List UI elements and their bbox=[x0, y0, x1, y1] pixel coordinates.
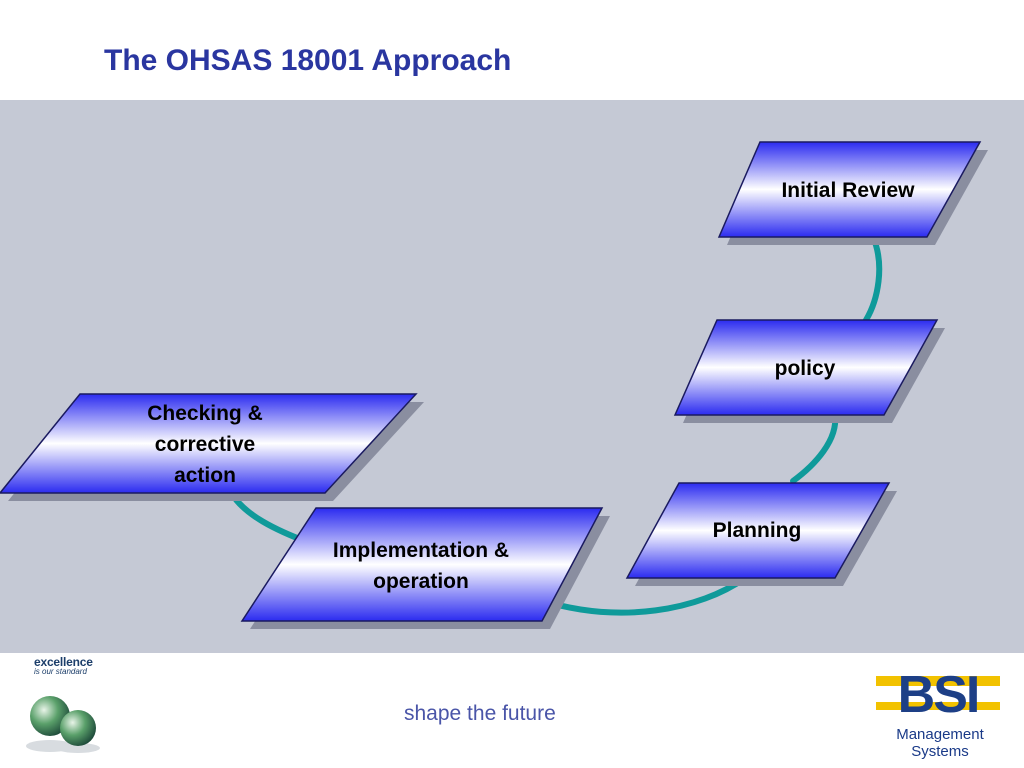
slide-title: The OHSAS 18001 Approach bbox=[104, 44, 512, 77]
step-initial-review bbox=[717, 141, 988, 245]
connector-review-policy bbox=[863, 234, 883, 323]
connector-policy-planning bbox=[790, 412, 839, 484]
box-initial-review bbox=[717, 141, 982, 238]
bsi-wordmark: BSI bbox=[898, 666, 979, 722]
step-checking bbox=[0, 393, 424, 501]
label-planning: Planning bbox=[712, 519, 802, 542]
label-policy: policy bbox=[774, 357, 836, 380]
step-policy bbox=[673, 319, 945, 423]
box-implementation bbox=[240, 507, 604, 622]
globes-icon bbox=[26, 696, 100, 753]
label-initial-review: Initial Review bbox=[781, 179, 915, 202]
box-planning bbox=[625, 482, 891, 579]
label-checking: Checking & corrective action bbox=[147, 402, 263, 487]
step-planning bbox=[625, 482, 897, 586]
management-systems-label: Management Systems bbox=[896, 726, 984, 760]
bsi-logo: BSI bbox=[876, 666, 1000, 722]
tagline: shape the future bbox=[404, 702, 556, 725]
connector-planning-implementation bbox=[537, 575, 748, 616]
step-implementation bbox=[240, 507, 610, 629]
excellence-logo: excellence is our standard bbox=[34, 655, 93, 676]
label-implementation: Implementation & operation bbox=[332, 539, 510, 593]
box-checking bbox=[0, 393, 418, 494]
box-policy bbox=[673, 319, 939, 416]
